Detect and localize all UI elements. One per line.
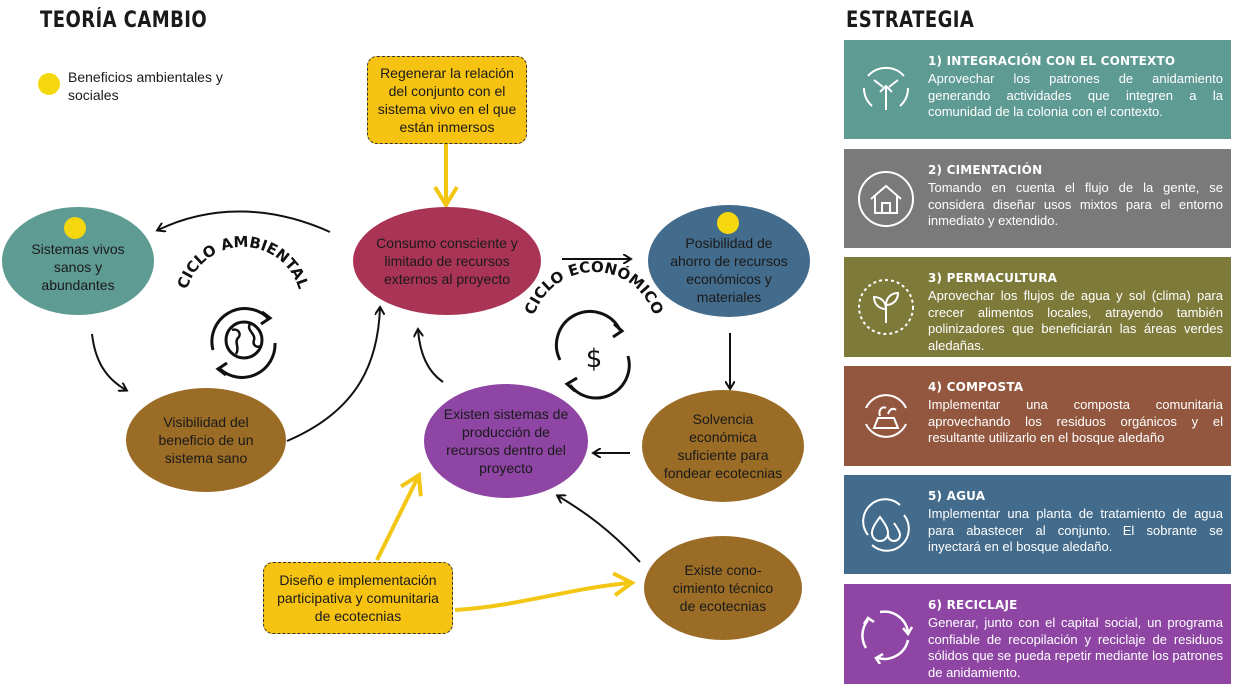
strategy-card-title: 4) COMPOSTA [928, 380, 1024, 394]
strategy-card-title: 3) PERMACULTURA [928, 271, 1058, 285]
node-existen: Existen sistemas de producción de recurs… [424, 384, 588, 498]
cycle-economic-label: CICLO ECONÓMICO [521, 258, 667, 317]
dollar-cycle-icon: $ [554, 309, 631, 400]
converging-arrows-icon [862, 66, 910, 110]
strategy-card-body: Tomando en cuenta el flujo de la gente, … [928, 180, 1223, 228]
strategy-card-integracion: 1) INTEGRACIÓN CON EL CONTEXTO Aprovecha… [844, 40, 1231, 139]
arrow-existen-consumo [418, 330, 444, 383]
strategy-card-cimentacion: 2) CIMENTACIÓN Tomando en cuenta el fluj… [844, 149, 1231, 248]
svg-text:$: $ [586, 344, 603, 374]
strategy-card-body: Implementar una planta de tratamiento de… [928, 506, 1223, 554]
node-diseno: Diseño e implementación participativa y … [263, 562, 453, 634]
strategy-card-body: Aprovechar los flujos de agua y sol (cli… [928, 288, 1223, 353]
cycle-environmental-label: CICLO AMBIENTAL [174, 233, 313, 292]
recycle-icon [861, 610, 914, 664]
node-conocimiento: Existe cono­cimiento técnico de ecotecni… [644, 536, 802, 640]
strategy-card-body: Implementar una composta comunitaria apr… [928, 397, 1223, 445]
node-regenerar: Regenerar la relación del conjunto con e… [367, 56, 527, 144]
arrow-consumo-sistemas [158, 210, 331, 233]
benefit-legend-dot [38, 73, 60, 95]
benefit-dot-sistemas [64, 217, 86, 239]
strategy-card-body: Generar, junto con el capital social, un… [928, 615, 1223, 680]
strategy-card-title: 6) RECICLAJE [928, 598, 1018, 612]
strategy-card-permacultura: 3) PERMACULTURA Aprovechar los flujos de… [844, 257, 1231, 357]
diagram-arrows: CICLO AMBIENTAL CICLO ECONÓMICO $ [91, 143, 840, 612]
arrow-sistemas-visibilidad [91, 333, 126, 390]
arrow-visibilidad-consumo [286, 308, 380, 442]
water-drops-icon [862, 498, 910, 552]
node-visibilidad: Visibilidad del beneficio de un sistema … [126, 388, 286, 492]
strategy-card-title: 5) AGUA [928, 489, 986, 503]
arrow-diseno-existen [375, 471, 423, 561]
benefit-legend-label: Beneficios ambientales y sociales [68, 69, 223, 103]
strategy-title: ESTRATEGIA [846, 8, 975, 33]
arrow-conocimiento-existen [558, 496, 641, 563]
compost-icon [865, 394, 907, 438]
strategy-card-title: 1) INTEGRACIÓN CON EL CONTEXTO [928, 54, 1176, 68]
sprout-icon [858, 279, 914, 335]
strategy-card-body: Aprovechar los patrones de anidamiento g… [928, 71, 1223, 119]
theory-title: TEORÍA CAMBIO [40, 8, 208, 33]
strategy-card-reciclaje: 6) RECICLAJE Generar, junto con el capit… [844, 584, 1231, 684]
strategy-card-agua: 5) AGUA Implementar una planta de tratam… [844, 475, 1231, 574]
house-icon [858, 171, 914, 227]
arrow-diseno-conocimiento [454, 571, 636, 612]
node-consumo: Consumo consciente y limitado de recurso… [353, 207, 541, 315]
node-solvencia: Solvencia económica suficiente para fond… [642, 390, 804, 502]
benefit-dot-posibilidad [717, 212, 739, 234]
strategy-card-composta: 4) COMPOSTA Implementar una composta com… [844, 366, 1231, 466]
globe-cycle-icon [210, 307, 277, 379]
strategy-card-title: 2) CIMENTACIÓN [928, 163, 1043, 177]
